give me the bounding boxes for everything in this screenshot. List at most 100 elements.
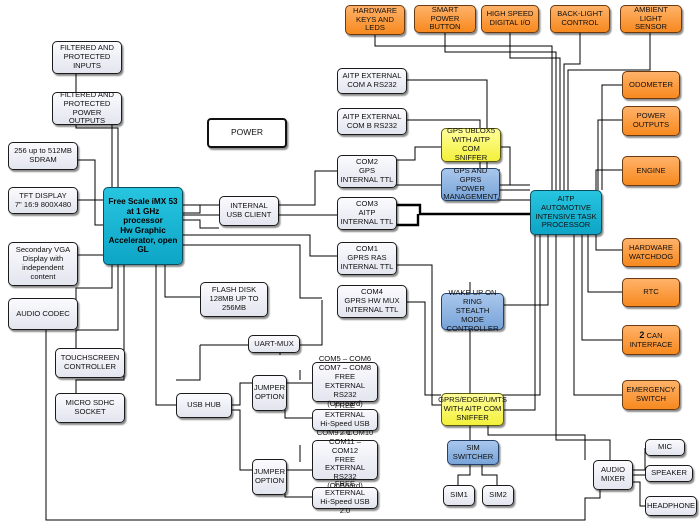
wire-smart-power [444, 33, 557, 190]
secondary-vga-node: Secondary VGA Display with independent c… [8, 242, 78, 286]
power-label: POWER [230, 127, 264, 138]
filtered-power-outputs-label: FILTERED AND PROTECTED POWER OUTPUTS [60, 89, 114, 126]
wire-high-speed [509, 33, 561, 190]
sim2-label: SIM2 [489, 490, 507, 500]
smart-power-button-node: SMART POWER BUTTON [414, 5, 476, 33]
wire-hw-keys [374, 33, 553, 190]
secondary-vga-label: Secondary VGA Display with independent c… [15, 245, 71, 281]
emergency-switch-node: EMERGENCY SWITCH [622, 380, 680, 410]
headphone-node: HEADPHONE [645, 496, 697, 516]
wire-jumper2 [232, 409, 252, 471]
emergency-switch-label: EMERGENCY SWITCH [626, 385, 676, 403]
wire-sdhc [75, 265, 125, 405]
sdram-label: 256 up to 512MB SDRAM [14, 146, 72, 164]
free-usb-2-label: FREE EXTERNAL Hi-Speed USB 2.0 [320, 479, 370, 515]
wire-audio-codec-mixer [45, 318, 601, 521]
high-speed-digital-io-node: HIGH SPEED DIGITAL I/O [481, 5, 539, 33]
usb-hub-node: USB HUB [176, 393, 232, 418]
jumper-option-1-label: JUMPER OPTION [253, 383, 286, 401]
aitp-com-a-label: AITP EXTERNAL COM A RS232 [342, 71, 402, 89]
gps-ublox5-node: GPS UBLOX5 WITH AITP COM SNIFFER [441, 126, 501, 162]
tft-display-label: TFT DISPLAY 7" 16:9 800X480 [14, 190, 72, 209]
wire-flash [164, 265, 200, 298]
wire-watchdog [595, 235, 622, 251]
imx53-processor-label: Free Scale iMX 53 at 1 GHz processor Hw … [108, 197, 178, 255]
jumper-option-2-node: JUMPER OPTION [252, 459, 287, 495]
wire-com4 [182, 244, 322, 299]
usb-hub-label: USB HUB [187, 400, 221, 410]
speaker-node: SPEAKER [645, 465, 693, 482]
wire-back-light [563, 33, 581, 190]
sim-switcher-label: SIM SWITCHER [452, 442, 494, 461]
ambient-light-sensor-node: AMBIENT LIGHT SENSOR [620, 5, 682, 33]
wire-ambient [567, 33, 651, 190]
wire-audio-mixer [555, 235, 611, 460]
com1-gprs-ras-node: COM1 GPRS RAS INTERNAL TTL [337, 242, 397, 275]
jumper-option-2-label: JUMPER OPTION [253, 467, 286, 485]
engine-node: ENGINE [622, 156, 680, 186]
com3-aitp-node: COM3 AITP INTERNAL TTL [337, 197, 397, 230]
wire-headphone [632, 481, 645, 507]
aitp-processor-label: AITP AUTOMOTIVE INTENSIVE TASK PROCESSOR [535, 193, 597, 230]
internal-usb-client-node: INTERNAL USB CLIENT [219, 196, 279, 226]
filtered-power-outputs-node: FILTERED AND PROTECTED POWER OUTPUTS [52, 89, 122, 126]
micro-sdhc-label: MICRO SDHC SOCKET [65, 398, 115, 416]
com9-com12-label: COM9 – COM10 COM11 – COM12 FREE EXTERNAL… [316, 427, 374, 491]
wake-up-on-ring-node: WAKE UP ON RING STEALTH MODE CONTROLLER [441, 288, 504, 333]
headphone-label: HEADPHONE [646, 500, 696, 510]
sim-switcher-node: SIM SWITCHER [447, 440, 499, 465]
com9-com12-node: COM9 – COM10 COM11 – COM12 FREE EXTERNAL… [312, 428, 378, 490]
wire-emergency [573, 235, 622, 396]
internal-usb-client-label: INTERNAL USB CLIENT [226, 201, 272, 219]
com5-com8-label: COM5 – COM6 COM7 – COM8 FREE EXTERNAL RS… [318, 354, 372, 408]
uart-mux-label: UART-MUX [254, 338, 294, 348]
gprs-edge-umts-label: GPRS/EDGE/UMTS WITH AITP COM SNIFFER [438, 395, 507, 422]
engine-label: ENGINE [636, 165, 666, 175]
hardware-keys-leds-label: HARDWARE KEYS AND LEDS [352, 5, 398, 33]
mic-node: MIC [645, 439, 685, 456]
tft-display-node: TFT DISPLAY 7" 16:9 800X480 [8, 187, 78, 214]
filtered-inputs-node: FILTERED AND PROTECTED INPUTS [52, 41, 122, 74]
wire-wake [500, 235, 549, 306]
wake-up-on-ring-label: WAKE UP ON RING STEALTH MODE CONTROLLER [446, 288, 499, 333]
gprs-edge-umts-node: GPRS/EDGE/UMTS WITH AITP COM SNIFFER [438, 393, 507, 426]
ambient-light-sensor-label: AMBIENT LIGHT SENSOR [634, 4, 668, 32]
speaker-label: SPEAKER [651, 468, 687, 478]
smart-power-button-label: SMART POWER BUTTON [429, 4, 461, 32]
sim1-node: SIM1 [443, 485, 475, 506]
filtered-inputs-label: FILTERED AND PROTECTED INPUTS [60, 43, 114, 70]
wire-odometer [601, 84, 622, 190]
hardware-watchdog-label: HARDWARE WATCHDOG [628, 242, 674, 261]
com4-gprs-hw-mux-node: COM4 GPRS HW MUX INTERNAL TTL [337, 285, 407, 318]
wire-power-outputs-r [597, 119, 622, 190]
rtc-node: RTC [622, 278, 680, 307]
gps-gprs-power-management-node: GPS AND GPRS POWER MANAGEMENT [441, 165, 500, 202]
com3-aitp-label: COM3 AITP INTERNAL TTL [340, 199, 394, 226]
flash-disk-label: FLASH DISK 128MB UP TO 256MB [209, 285, 259, 312]
free-usb-1-label: FREE EXTERNAL Hi-Speed USB 2.0 [320, 401, 370, 437]
wire-usb-client [182, 204, 219, 214]
power-outputs-label: POWER OUTPUTS [632, 111, 670, 129]
rtc-label: RTC [643, 287, 659, 297]
wire-touch [75, 265, 119, 355]
imx53-processor-node: Free Scale iMX 53 at 1 GHz processor Hw … [103, 187, 183, 265]
com5-com8-node: COM5 – COM6 COM7 – COM8 FREE EXTERNAL RS… [312, 354, 378, 408]
free-usb-1-node: FREE EXTERNAL Hi-Speed USB 2.0 [312, 401, 378, 437]
micro-sdhc-node: MICRO SDHC SOCKET [55, 393, 125, 423]
audio-mixer-node: AUDIO MIXER [593, 460, 633, 490]
gps-gprs-power-management-label: GPS AND GPRS POWER MANAGEMENT [443, 165, 498, 202]
com2-gps-label: COM2 GPS INTERNAL TTL [340, 157, 394, 184]
jumper-option-1-node: JUMPER OPTION [252, 375, 287, 411]
wire-com2-gps [395, 146, 441, 161]
uart-mux-node: UART-MUX [248, 335, 300, 353]
wire-com1 [182, 234, 338, 257]
power-node: POWER [207, 118, 287, 148]
audio-codec-node: AUDIO CODEC [8, 298, 78, 330]
can-interface-node: 2 CAN INTERFACE [622, 325, 680, 355]
aitp-com-b-node: AITP EXTERNAL COM B RS232 [337, 108, 407, 135]
sim1-label: SIM1 [450, 490, 468, 500]
hardware-watchdog-node: HARDWARE WATCHDOG [622, 238, 680, 267]
can-interface-label: CAN INTERFACE [629, 331, 673, 349]
wire-jumper1 [232, 382, 252, 406]
